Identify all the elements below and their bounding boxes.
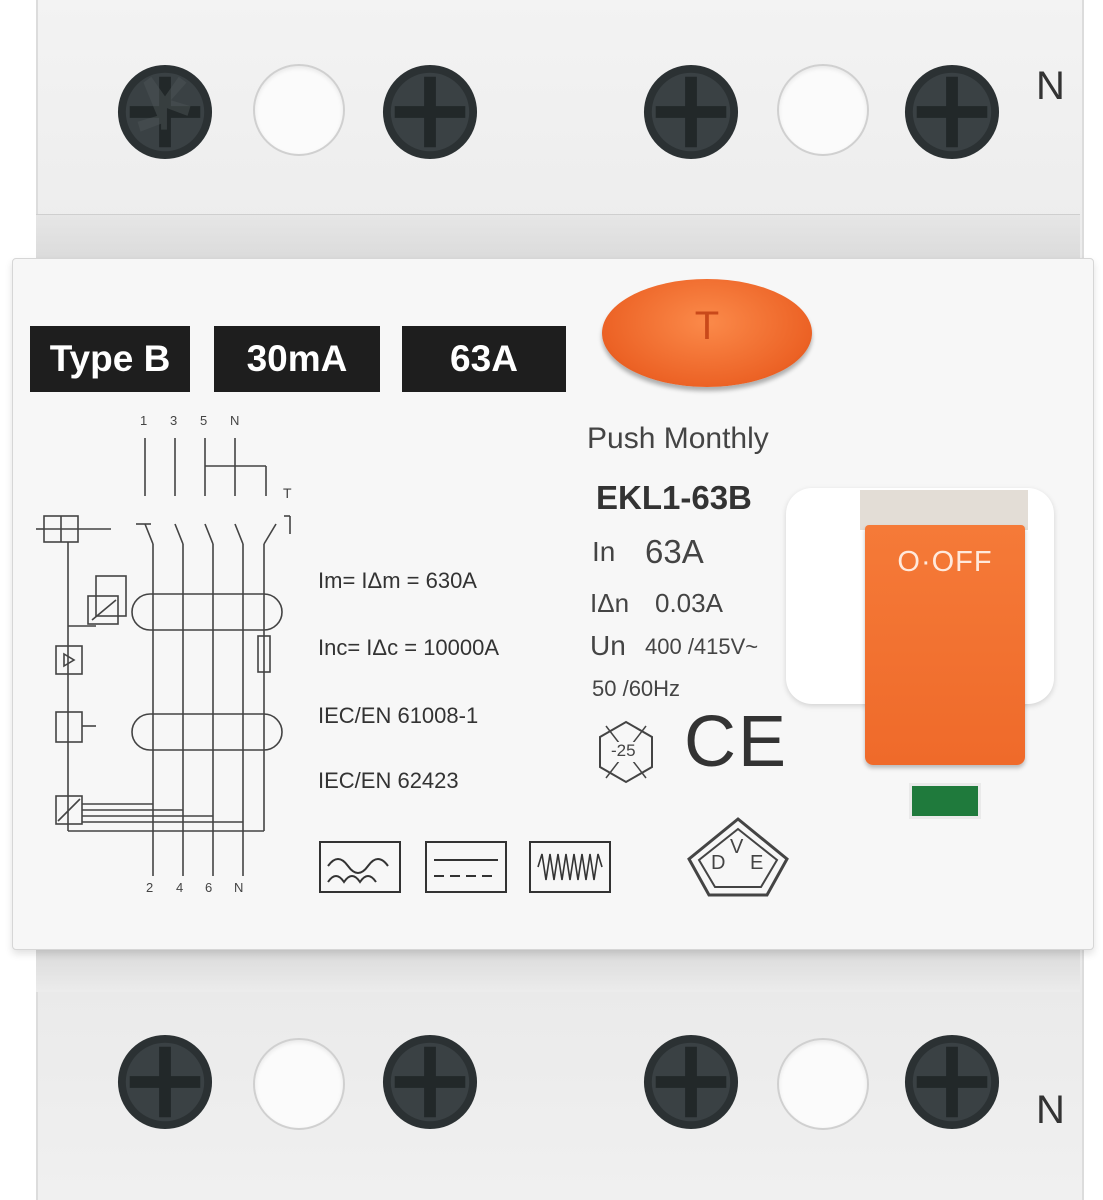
terminal-hole-2 (777, 64, 869, 156)
terminal-screw-1-icon[interactable] (116, 63, 214, 161)
test-button-symbol: T (694, 304, 720, 348)
circuit-diagram-icon (36, 438, 291, 876)
terminal-screw-7-icon[interactable] (642, 1033, 740, 1131)
idn-value: 0.03A (655, 588, 723, 618)
diagram-bottom-label-6: 6 (205, 880, 213, 895)
model-number: EKL1-63B (596, 479, 752, 516)
terminal-screw-6-icon[interactable] (381, 1033, 479, 1131)
top-neutral-label: N (1036, 64, 1065, 108)
terminal-hole-4 (777, 1038, 869, 1130)
top-block-shadow (36, 214, 1080, 263)
terminal-screw-4-icon[interactable] (903, 63, 1001, 161)
terminal-screw-3-icon[interactable] (642, 63, 740, 161)
diagram-top-label-3: 3 (170, 413, 178, 428)
rating-badge: 63A (402, 326, 566, 392)
idn-label: IΔn (590, 588, 630, 618)
temperature-value: -25 (611, 741, 636, 760)
terminal-screw-8-icon[interactable] (903, 1033, 1001, 1131)
spec-inc: Inc= IΔc = 10000A (318, 635, 500, 660)
ce-mark: CE (684, 702, 789, 782)
terminal-hole-3 (253, 1038, 345, 1130)
switch-state-text: O·OFF (897, 546, 993, 578)
sensitivity-badge: 30mA (214, 326, 380, 392)
terminal-screw-5-icon[interactable] (116, 1033, 214, 1131)
terminal-screw-2-icon[interactable] (381, 63, 479, 161)
diagram-bottom-label-2: 2 (146, 880, 154, 895)
vde-letter-v: V (730, 836, 744, 858)
diagram-top-label-1: 1 (140, 413, 148, 428)
spec-standard-1: IEC/EN 61008-1 (318, 703, 479, 728)
terminal-hole-1 (253, 64, 345, 156)
bottom-block-shadow (36, 948, 1080, 992)
diagram-test-label: T (283, 485, 292, 501)
status-indicator (909, 783, 981, 819)
frequency: 50 /60Hz (592, 676, 681, 701)
vde-letter-e: E (750, 852, 764, 874)
switch-handle[interactable] (865, 525, 1025, 765)
type-badge: Type B (30, 326, 190, 392)
ac-pulsating-waveform-icon (319, 841, 401, 893)
test-button[interactable] (602, 279, 812, 387)
diagram-top-label-n: N (230, 413, 240, 428)
vde-letter-d: D (711, 852, 726, 874)
spec-standard-2: IEC/EN 62423 (318, 768, 459, 793)
diagram-bottom-label-4: 4 (176, 880, 184, 895)
un-value: 400 /415V~ (645, 634, 759, 659)
bottom-neutral-label: N (1036, 1088, 1065, 1132)
temperature-mark-icon (599, 720, 653, 784)
switch-slot (860, 490, 1028, 530)
high-frequency-waveform-icon (529, 841, 611, 893)
diagram-bottom-label-n: N (234, 880, 244, 895)
vde-mark-icon (687, 817, 789, 897)
in-value: 63A (645, 533, 704, 570)
un-label: Un (590, 630, 626, 661)
test-caption: Push Monthly (587, 422, 769, 455)
spec-im: Im= IΔm = 630A (318, 568, 477, 593)
dc-waveform-icon (425, 841, 507, 893)
in-label: In (592, 536, 616, 567)
diagram-top-label-5: 5 (200, 413, 208, 428)
